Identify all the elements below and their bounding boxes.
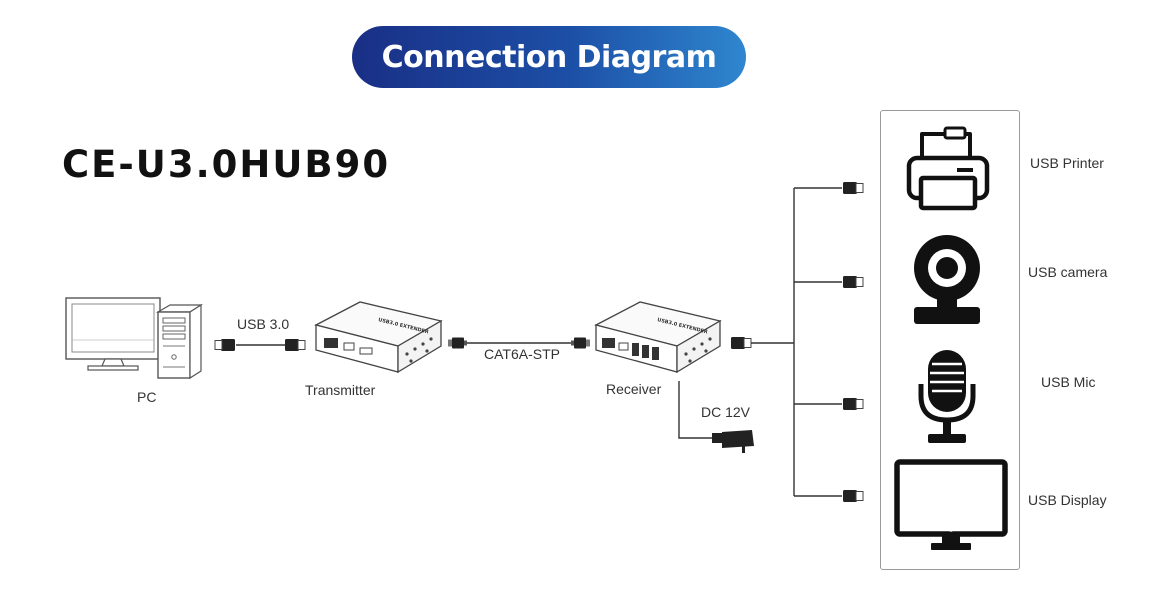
webcam-icon [914,235,980,324]
device-label-printer: USB Printer [1030,155,1104,171]
usb-cable-label: USB 3.0 [237,316,290,332]
usb-device-panel [880,110,1020,570]
ethernet-cable-label: CAT6A-STP [484,346,560,362]
cat6a-cable [448,337,590,349]
usb-distribution-lines [730,181,864,503]
monitor-icon [894,459,1008,550]
printer-icon [906,126,990,211]
transmitter-icon: USB3.0 EXTENDER [314,301,443,374]
device-label-display: USB Display [1028,492,1107,508]
pc-computer-icon [65,297,204,380]
device-label-mic: USB Mic [1041,374,1096,390]
diagram-title: Connection Diagram [381,39,717,75]
title-banner: Connection Diagram [352,26,746,88]
transmitter-label: Transmitter [305,382,376,398]
power-label: DC 12V [701,404,751,420]
usb-cable [214,338,306,352]
model-name: CE-U3.0HUB90 [62,143,391,186]
receiver-label: Receiver [606,381,662,397]
receiver-icon: USB3.0 EXTENDER [594,301,722,374]
device-label-camera: USB camera [1028,264,1108,280]
pc-label: PC [137,389,157,405]
microphone-icon [918,350,976,443]
dc-power-adapter-icon [678,381,754,453]
